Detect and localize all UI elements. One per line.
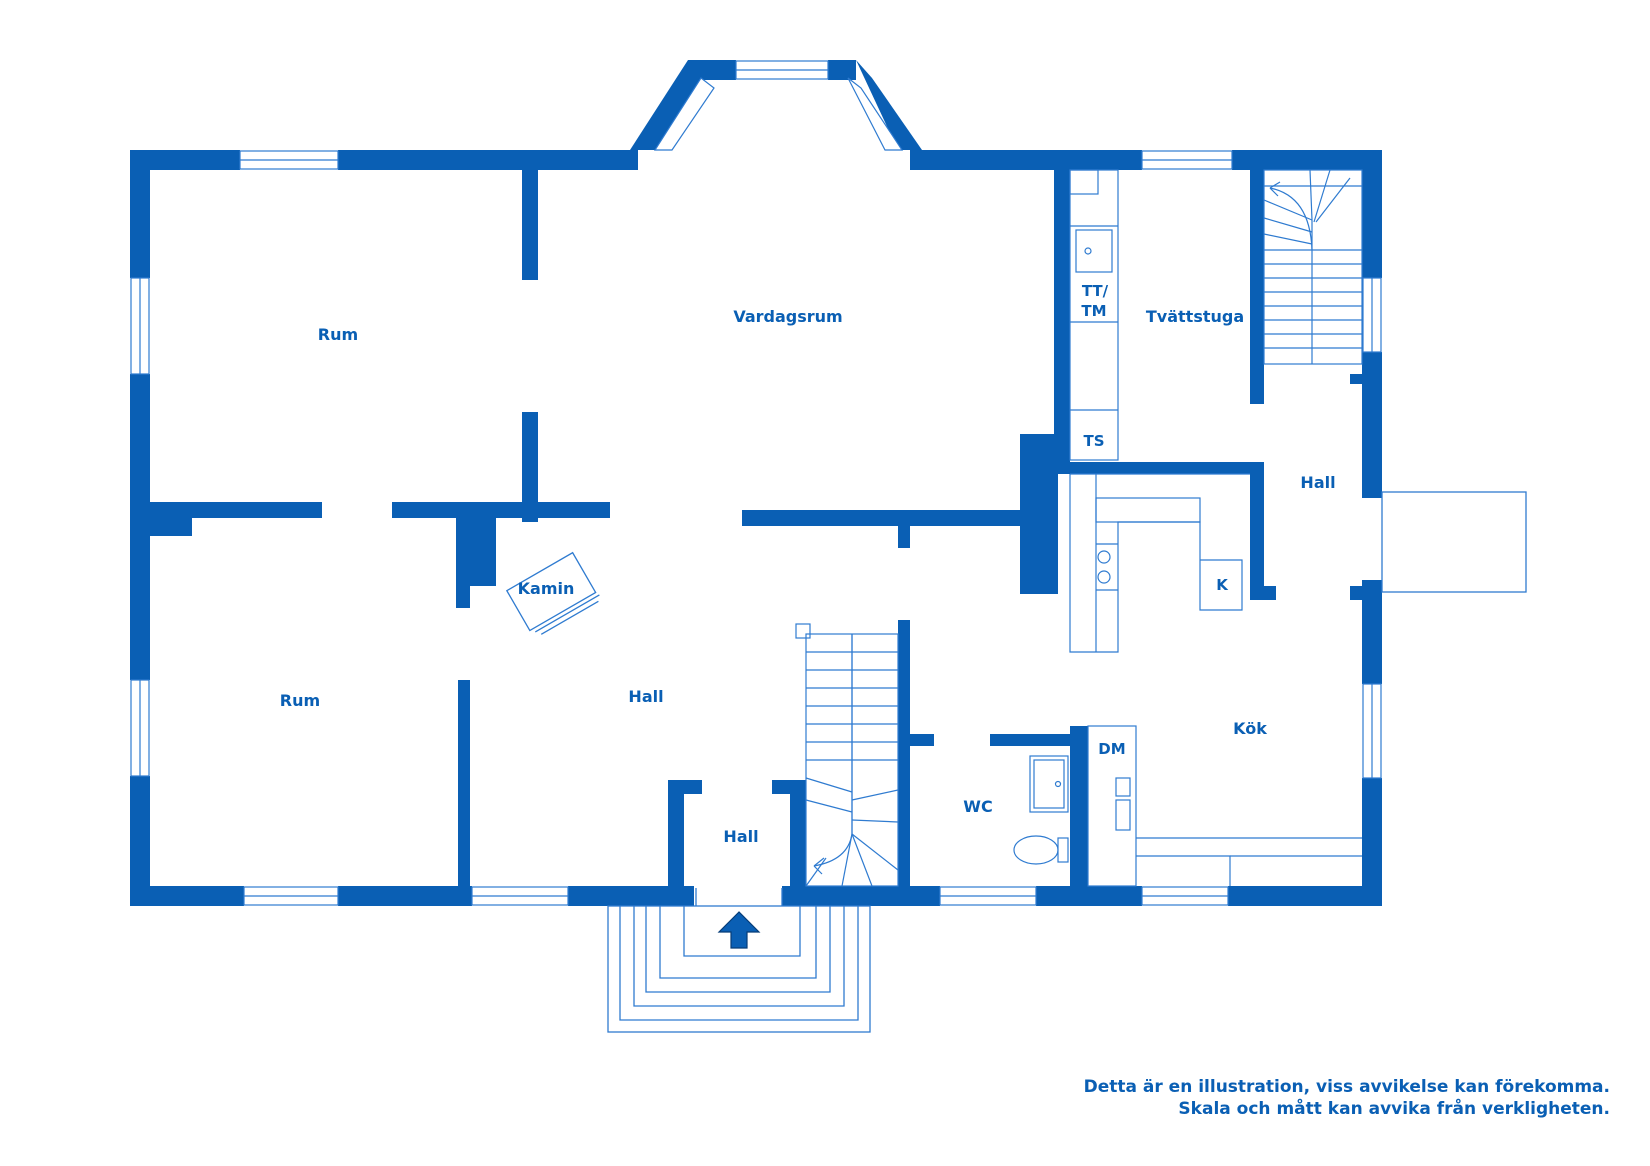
kitchen-fixtures [1069,473,1362,887]
room-label-ts: TS [1083,432,1104,450]
room-label-tt-tm-1: TT/ [1082,282,1109,300]
room-labels: Rum Vardagsrum TT/ TM Tvättstuga TS Hall… [280,282,1336,846]
disclaimer: Detta är en illustration, viss avvikelse… [1084,1076,1610,1120]
windows [130,60,1382,906]
room-label-rum-top: Rum [318,325,358,344]
entry-steps [607,888,871,1033]
interior-walls [150,162,1362,886]
main-staircase [795,623,899,887]
entrance-arrow-icon [717,911,761,949]
room-label-tvattstuga: Tvättstuga [1146,307,1244,326]
east-staircase [1263,169,1363,365]
room-label-rum-bottom: Rum [280,691,320,710]
disclaimer-line-1: Detta är en illustration, viss avvikelse… [1083,1077,1610,1097]
disclaimer-line-2: Skala och mått kan avvika från verklighe… [1178,1099,1610,1119]
room-label-vardagsrum: Vardagsrum [733,307,842,326]
room-label-dm: DM [1098,740,1125,758]
room-label-kamin: Kamin [518,579,575,598]
wc-fixtures [1013,755,1069,865]
room-label-hall-east: Hall [1300,473,1335,492]
room-label-hall-entry: Hall [723,827,758,846]
room-label-kok: Kök [1233,719,1267,738]
laundry-fixtures [1069,169,1119,461]
room-label-wc: WC [963,797,992,816]
east-porch [1381,491,1527,593]
room-label-tt-tm-2: TM [1081,302,1106,320]
room-label-k: K [1216,576,1229,594]
kamin-stove [505,551,600,635]
room-label-hall-main: Hall [628,687,663,706]
outer-walls [130,60,1382,906]
